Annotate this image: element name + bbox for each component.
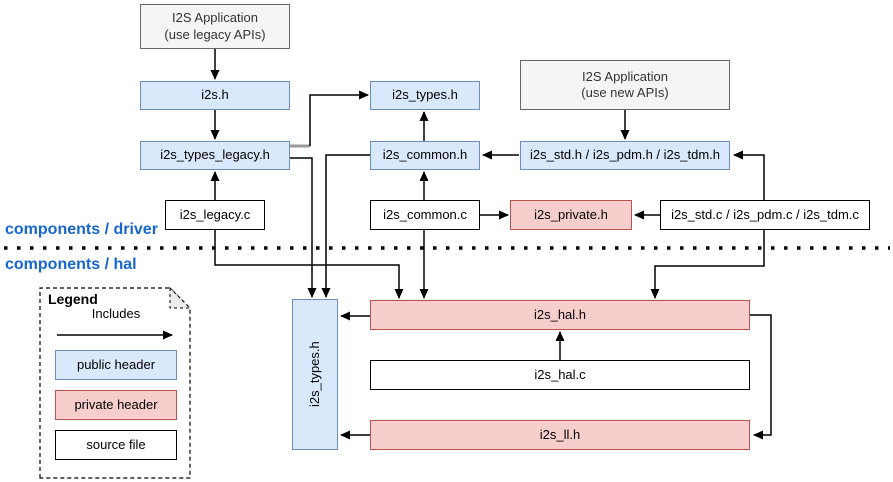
node-i2s-types-h-driver-label: i2s_types.h [392, 87, 458, 103]
legend-includes-label: Includes [91, 306, 141, 321]
node-i2s-hal-h: i2s_hal.h [370, 300, 750, 330]
node-i2s-std-pdm-tdm-h-label: i2s_std.h / i2s_pdm.h / i2s_tdm.h [529, 147, 721, 163]
section-label-hal: components / hal [5, 256, 137, 273]
node-i2s-types-legacy-h: i2s_types_legacy.h [140, 141, 290, 170]
legend-item-private-header: private header [55, 390, 177, 420]
edge-typeslegacy-haltypes [290, 157, 317, 298]
edge-commonh-haltypes [321, 154, 370, 298]
node-i2s-private-h: i2s_private.h [510, 200, 632, 230]
legend-title: Legend [48, 291, 98, 307]
node-i2s-types-legacy-h-label: i2s_types_legacy.h [160, 147, 270, 163]
legend-item-private-header-label: private header [74, 396, 158, 412]
node-app-legacy: I2S Application(use legacy APIs) [140, 4, 290, 49]
node-i2s-legacy-c: i2s_legacy.c [165, 200, 265, 230]
node-i2s-hal-c-label: i2s_hal.c [534, 366, 586, 382]
node-app-new-label: I2S Application(use new APIs) [581, 68, 669, 100]
legend-item-public-header-label: public header [76, 356, 156, 372]
edge-stdc-stdh [733, 150, 765, 200]
node-i2s-std-pdm-tdm-h: i2s_std.h / i2s_pdm.h / i2s_tdm.h [520, 141, 730, 170]
node-i2s-common-h-label: i2s_common.h [382, 147, 468, 163]
node-i2s-ll-h-label: i2s_ll.h [539, 426, 581, 442]
section-label-driver: components / driver [5, 221, 158, 238]
node-i2s-common-c-label: i2s_common.c [383, 206, 467, 222]
node-i2s-hal-h-label: i2s_hal.h [533, 306, 587, 322]
edge-halh-llh [750, 314, 772, 440]
node-i2s-legacy-c-label: i2s_legacy.c [179, 206, 251, 222]
node-i2s-h: i2s.h [140, 81, 290, 110]
legend-fold-icon [169, 286, 192, 309]
edge-stdc-halh [650, 230, 765, 299]
node-i2s-common-c: i2s_common.c [370, 200, 480, 230]
node-i2s-h-label: i2s.h [201, 87, 229, 103]
node-app-legacy-label: I2S Application(use legacy APIs) [164, 10, 266, 42]
node-i2s-private-h-label: i2s_private.h [534, 206, 608, 222]
edge-typeslegacy-typesh [309, 90, 369, 146]
legend-item-public-header: public header [55, 350, 177, 380]
node-i2s-std-pdm-tdm-c-label: i2s_std.c / i2s_pdm.c / i2s_tdm.c [671, 206, 859, 222]
node-i2s-types-h-driver: i2s_types.h [370, 81, 480, 110]
node-i2s-ll-h: i2s_ll.h [370, 420, 750, 450]
legend-item-source-file: source file [55, 430, 177, 460]
node-app-new: I2S Application(use new APIs) [520, 60, 730, 110]
node-i2s-common-h: i2s_common.h [370, 141, 480, 170]
node-i2s-hal-c: i2s_hal.c [370, 360, 750, 390]
node-i2s-types-h-hal: i2s_types.h [292, 299, 338, 450]
node-i2s-std-pdm-tdm-c: i2s_std.c / i2s_pdm.c / i2s_tdm.c [660, 200, 870, 230]
node-i2s-types-h-hal-label: i2s_types.h [306, 341, 322, 408]
edge-legacyc-halh [214, 230, 404, 299]
legend-item-source-file-label: source file [86, 436, 146, 452]
